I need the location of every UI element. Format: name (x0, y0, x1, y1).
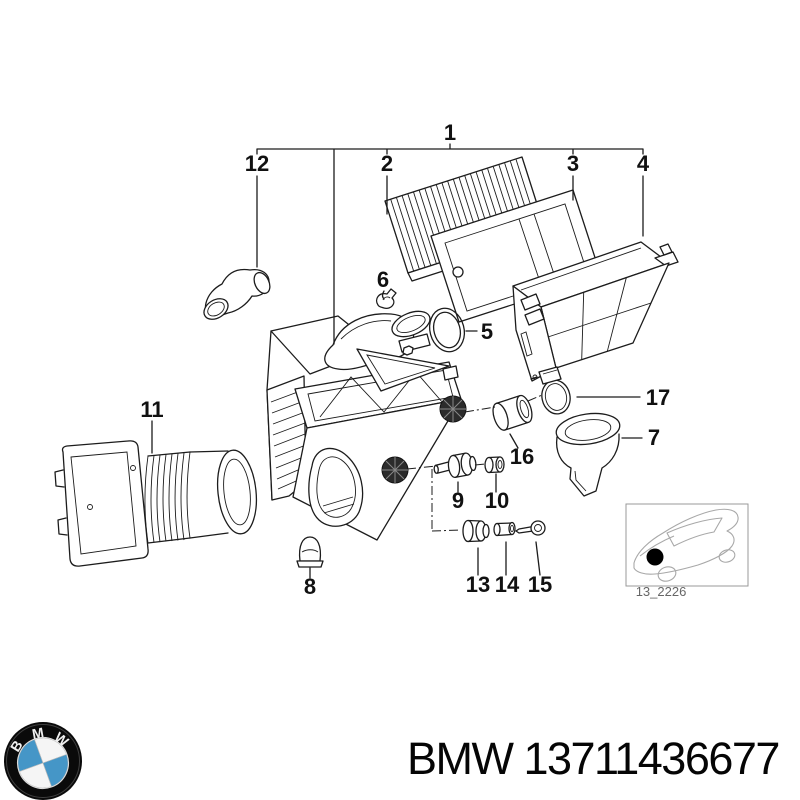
callout-15: 15 (528, 572, 552, 597)
intake-funnel-drawing (555, 412, 621, 497)
inset-code: 13_2226 (636, 584, 687, 599)
component-location-dot (646, 548, 664, 566)
footer: B M W BMW 13711436677 (4, 722, 780, 800)
air-cleaner-housing-drawing (266, 310, 467, 541)
intake-duct-drawing (54, 440, 258, 567)
callout-12: 12 (245, 151, 269, 176)
logo-letter-m: M (31, 724, 45, 742)
rubber-buffer-drawing (296, 536, 324, 568)
callout-9: 9 (452, 488, 464, 513)
bmw-logo: B M W (4, 722, 82, 800)
callout-lines (151, 143, 644, 579)
snout-mouth (391, 310, 431, 338)
car-outline-icon (633, 508, 739, 582)
hose-clamp-drawing (530, 366, 571, 415)
callout-13: 13 (466, 572, 490, 597)
assembly-axis-lines (406, 394, 543, 532)
callout-8: 8 (304, 574, 316, 599)
spring-clamp-drawing (375, 288, 397, 309)
callout-4: 4 (637, 151, 650, 176)
callout-10: 10 (485, 488, 509, 513)
snout-clamp (398, 333, 431, 356)
o-ring-drawing (428, 307, 466, 353)
bolt-drawing (515, 520, 546, 536)
callout-6: 6 (377, 267, 389, 292)
car-location-inset: 13_2226 (625, 503, 749, 599)
sleeve-drawing (493, 521, 516, 537)
knurled-knob-lower (381, 456, 409, 484)
knurled-knob-upper (439, 395, 467, 423)
spacer-nut-drawing (484, 456, 505, 474)
callout-7: 7 (648, 425, 660, 450)
callout-numbers: 1 2 3 4 5 6 7 8 9 10 11 12 13 14 15 16 1… (140, 120, 670, 599)
callout-5: 5 (481, 319, 493, 344)
intake-elbow-drawing (203, 268, 271, 320)
callout-14: 14 (495, 572, 520, 597)
callout-2: 2 (381, 151, 393, 176)
callout-17: 17 (646, 385, 670, 410)
callout-11: 11 (140, 397, 163, 422)
part-number-text: BMW 13711436677 (407, 733, 779, 784)
rubber-mount-drawing (433, 452, 477, 479)
callout-16: 16 (510, 444, 534, 469)
callout-3: 3 (567, 151, 579, 176)
callout-1: 1 (444, 120, 456, 145)
flanged-bushing-drawing (462, 519, 490, 543)
rubber-bushing-drawing (492, 394, 533, 431)
